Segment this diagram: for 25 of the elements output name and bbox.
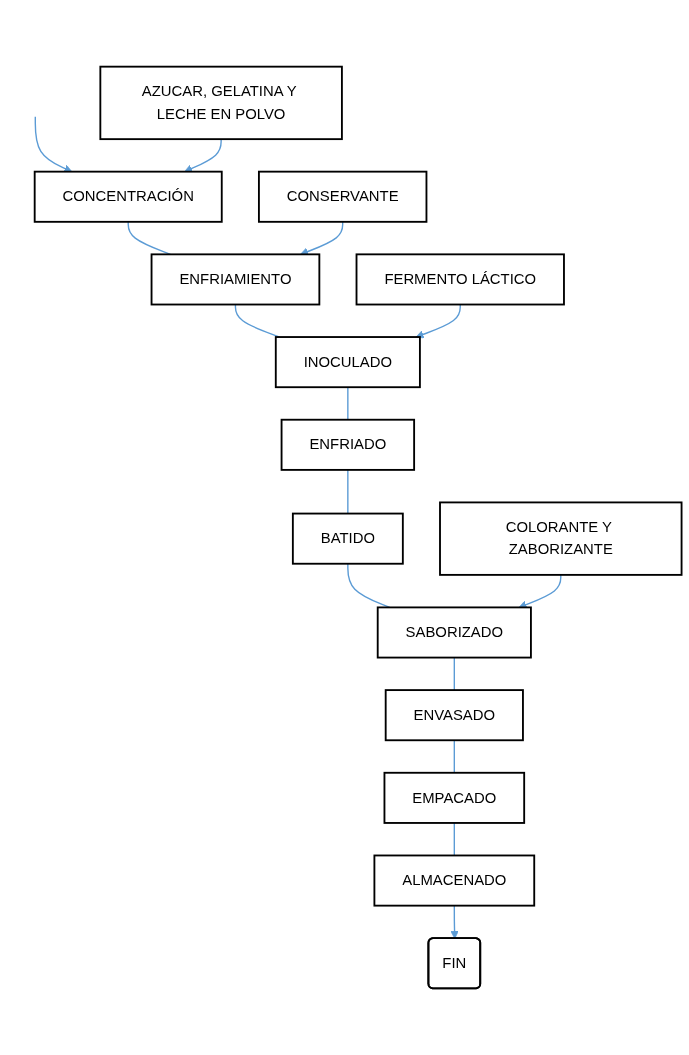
arrow — [518, 574, 562, 609]
connector — [453, 739, 455, 774]
connector — [234, 303, 281, 338]
arrow — [450, 904, 459, 939]
arrow — [300, 221, 344, 256]
node-box: INOCULADO — [274, 336, 421, 389]
arrow — [34, 116, 73, 173]
node-box: AZUCAR, GELATINA Y LECHE EN POLVO — [99, 65, 343, 141]
node-box: ALMACENADO — [373, 854, 536, 907]
connector — [347, 386, 349, 421]
arrow — [184, 138, 222, 173]
node-box: ENFRIAMIENTO — [150, 253, 321, 306]
node-box: EMPACADO — [383, 771, 526, 824]
node-box: FERMENTO LÁCTICO — [355, 253, 565, 306]
node-box: ENFRIADO — [280, 418, 416, 471]
node-box: CONSERVANTE — [258, 170, 428, 223]
node-box: CONCENTRACIÓN — [33, 170, 223, 223]
node-box: ENVASADO — [384, 689, 524, 742]
connector — [347, 469, 349, 515]
node-box: COLORANTE Y ZABORIZANTE — [439, 501, 683, 576]
connector — [453, 822, 455, 857]
arrow — [415, 303, 461, 339]
node-box: BATIDO — [291, 512, 404, 565]
connector — [453, 656, 455, 691]
node-box: SABORIZADO — [376, 606, 532, 659]
